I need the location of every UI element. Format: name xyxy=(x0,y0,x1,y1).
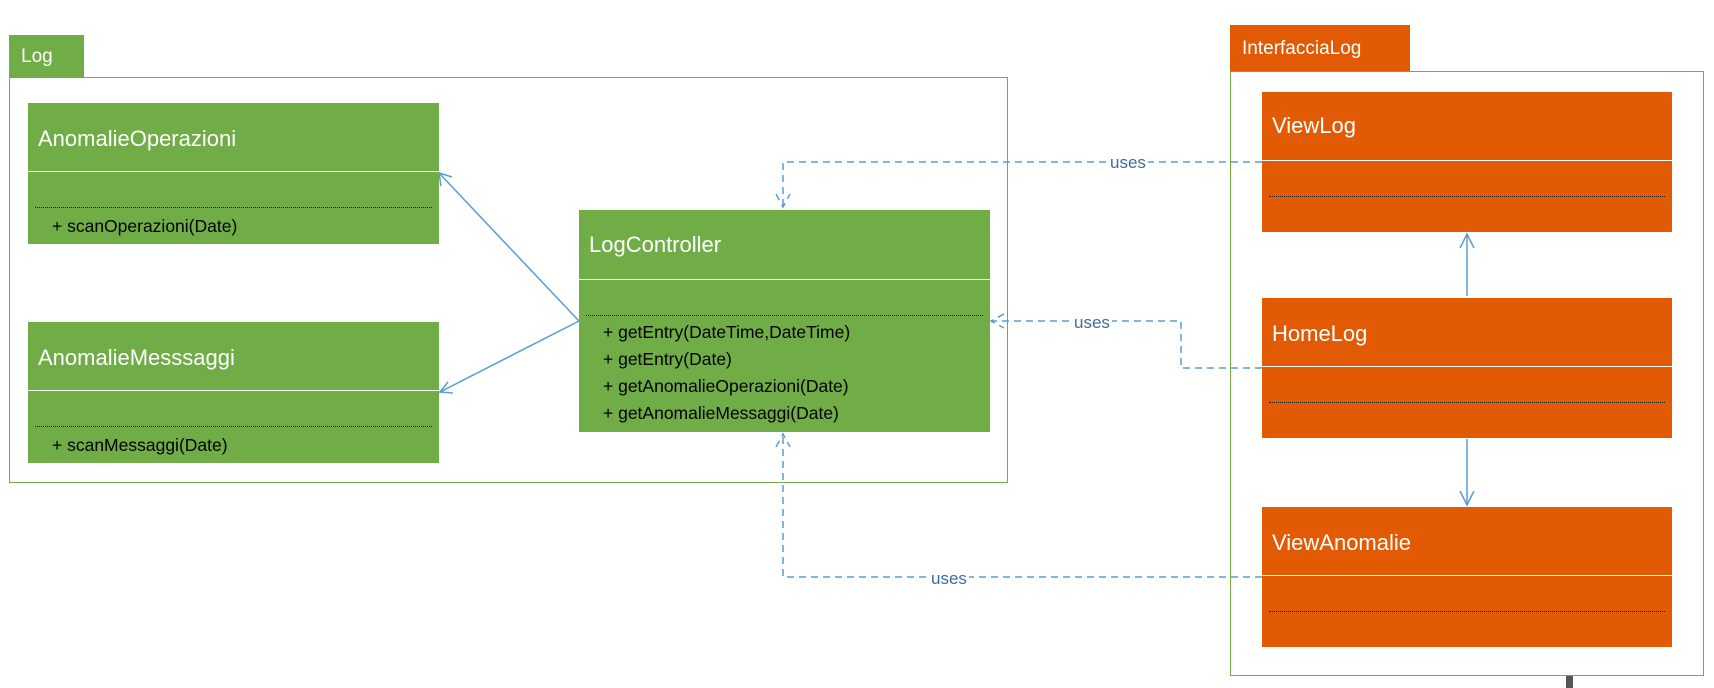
arrowhead-anomalieoperazioni xyxy=(438,171,453,187)
operations-divider xyxy=(35,207,432,208)
operations-list: + scanOperazioni(Date) xyxy=(52,213,237,240)
uses-label-viewanomalie: uses xyxy=(929,569,969,588)
class-name: ViewAnomalie xyxy=(1272,530,1412,555)
class-name: ViewLog xyxy=(1272,113,1356,138)
operation: + getAnomalieOperazioni(Date) xyxy=(603,376,849,396)
operations-divider xyxy=(1269,196,1665,197)
attributes-divider xyxy=(1262,575,1672,576)
operations-divider xyxy=(1269,402,1665,403)
uses-line-homelog xyxy=(991,320,1262,369)
uses-line-viewanomalie xyxy=(782,434,1262,578)
operation: + getEntry(DateTime,DateTime) xyxy=(603,322,851,342)
navigation-arrowhead-viewanomalie xyxy=(1459,490,1475,507)
class-logcontroller[interactable]: LogController + getEntry(DateTime,DateTi… xyxy=(579,210,990,432)
association-line-anomaliemessaggi xyxy=(439,320,580,393)
class-name: LogController xyxy=(589,232,722,257)
operation: + scanOperazioni(Date) xyxy=(52,216,238,236)
operations-divider xyxy=(1269,611,1665,612)
operation: + getAnomalieMessaggi(Date) xyxy=(603,403,839,423)
attributes-divider xyxy=(28,171,439,172)
package-tab-interfaccialog: InterfacciaLog xyxy=(1230,25,1410,71)
class-name: AnomalieMesssaggi xyxy=(38,345,235,370)
class-viewanomalie[interactable]: ViewAnomalie xyxy=(1262,507,1672,647)
class-homelog[interactable]: HomeLog xyxy=(1262,298,1672,438)
operations-list: + scanMessaggi(Date) xyxy=(52,432,228,459)
association-line-anomalieoperazioni xyxy=(438,172,580,322)
attributes-divider xyxy=(579,279,990,280)
uses-arrowhead-viewanomalie xyxy=(775,432,791,448)
package-frame-log xyxy=(9,77,1008,483)
operations-list: + getEntry(DateTime,DateTime) + getEntry… xyxy=(603,319,850,427)
class-name: AnomalieOperazioni xyxy=(38,126,237,151)
uses-label-viewlog: uses xyxy=(1108,153,1148,172)
package-label-log: Log xyxy=(21,45,53,67)
uses-arrowhead-homelog xyxy=(989,313,1005,329)
class-anomaliemessaggi[interactable]: AnomalieMesssaggi + scanMessaggi(Date) xyxy=(28,322,439,463)
arrowhead-anomaliemessaggi xyxy=(438,381,454,394)
attributes-divider xyxy=(28,390,439,391)
operation: + getEntry(Date) xyxy=(603,349,732,369)
operations-divider xyxy=(35,426,432,427)
uses-arrowhead-viewlog xyxy=(775,193,791,209)
navigation-arrowhead-viewlog xyxy=(1459,232,1475,249)
class-anomalieoperazioni[interactable]: AnomalieOperazioni + scanOperazioni(Date… xyxy=(28,103,439,244)
operation: + scanMessaggi(Date) xyxy=(52,435,228,455)
package-tab-log: Log xyxy=(9,35,84,77)
uses-label-homelog: uses xyxy=(1072,313,1112,332)
uses-line-viewlog xyxy=(782,161,1262,207)
package-label-interfaccialog: InterfacciaLog xyxy=(1242,37,1362,59)
edge-handle xyxy=(1566,676,1573,688)
attributes-divider xyxy=(1262,160,1672,161)
class-viewlog[interactable]: ViewLog xyxy=(1262,92,1672,232)
class-name: HomeLog xyxy=(1272,321,1368,346)
attributes-divider xyxy=(1262,366,1672,367)
package-frame-interfaccialog xyxy=(1230,71,1704,676)
operations-divider xyxy=(586,315,983,316)
